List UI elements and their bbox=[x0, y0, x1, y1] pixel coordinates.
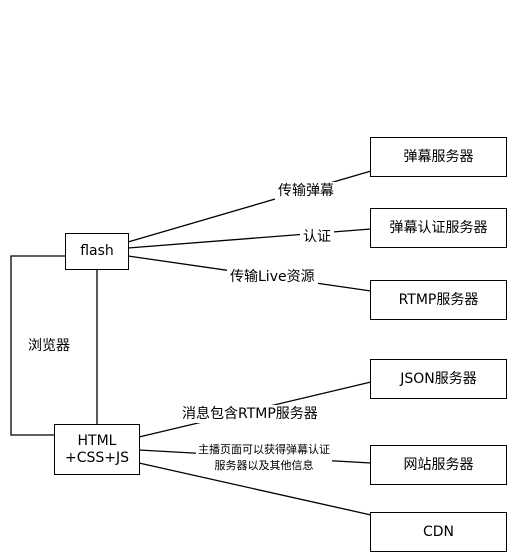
rtmp-server-node: RTMP服务器 bbox=[370, 280, 507, 320]
cdn-node: CDN bbox=[370, 512, 507, 552]
website-server-node: 网站服务器 bbox=[370, 445, 507, 485]
html-css-js-node: HTML +CSS+JS bbox=[54, 424, 140, 475]
host-page-label: 主播页面可以获得弹幕认证 服务器以及其他信息 bbox=[196, 442, 332, 474]
transfer-live-label: 传输Live资源 bbox=[227, 268, 318, 286]
flash-node: flash bbox=[65, 233, 129, 270]
msg-rtmp-label: 消息包含RTMP服务器 bbox=[179, 405, 321, 423]
danmu-auth-server-node: 弹幕认证服务器 bbox=[370, 208, 507, 248]
browser-bracket-line bbox=[10, 255, 65, 436]
auth-label: 认证 bbox=[300, 228, 334, 246]
html-cdn-line bbox=[138, 462, 372, 516]
browser-label: 浏览器 bbox=[25, 337, 73, 355]
danmu-server-node: 弹幕服务器 bbox=[370, 137, 507, 177]
transfer-danmu-label: 传输弹幕 bbox=[275, 182, 337, 200]
json-server-node: JSON服务器 bbox=[370, 359, 507, 399]
